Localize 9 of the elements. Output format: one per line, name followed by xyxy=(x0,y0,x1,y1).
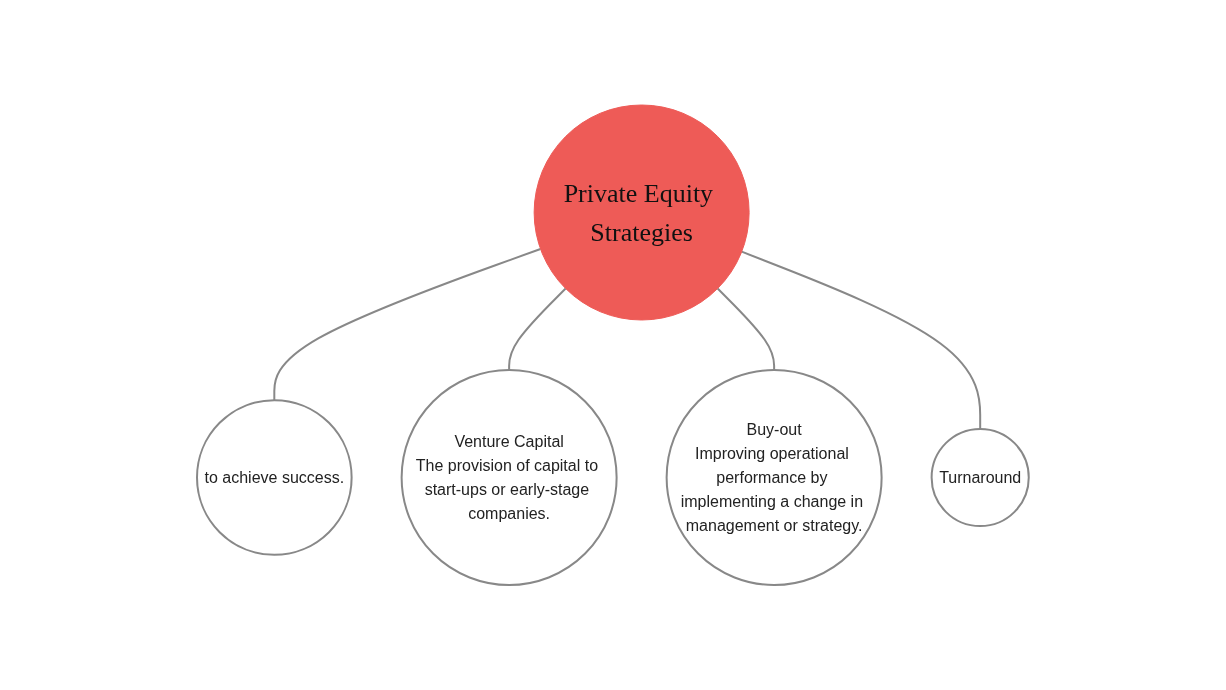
connector xyxy=(508,287,567,371)
connector xyxy=(273,248,542,402)
node-circle: Buy-out Improving operational performance by implementing a change in management or strategy. xyxy=(665,369,883,586)
node-circle: Venture Capital The provision of capital to start-ups or early-stage companies. xyxy=(400,369,618,586)
connector xyxy=(740,250,982,430)
connector xyxy=(716,287,776,371)
node-circle: Turnaround xyxy=(930,427,1030,528)
node-circle: Private Equity Strategies xyxy=(533,104,750,321)
node-circle: to achieve success. xyxy=(196,399,353,556)
